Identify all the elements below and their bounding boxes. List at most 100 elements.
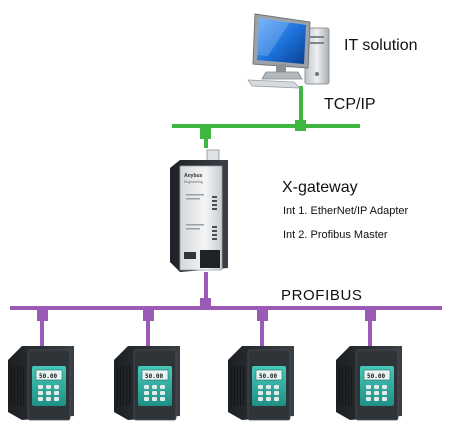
drive-keypad-button bbox=[382, 385, 387, 389]
screen-glare bbox=[257, 18, 290, 56]
drive-icon: 50.00 bbox=[114, 346, 180, 421]
drive-heatsink-rib bbox=[117, 366, 119, 406]
drive-keypad-button bbox=[46, 385, 51, 389]
ethernet-network bbox=[172, 86, 360, 148]
drive-heatsink-rib bbox=[126, 366, 128, 406]
drive-display-value: 50.00 bbox=[259, 373, 277, 380]
gateway-label-lines bbox=[186, 194, 204, 230]
profibus-node bbox=[365, 310, 376, 321]
profibus-node bbox=[143, 310, 154, 321]
gateway-brand-text: Anybus bbox=[184, 173, 203, 179]
computer-icon bbox=[247, 13, 330, 89]
drive-keypad-button bbox=[160, 391, 165, 395]
drive-heatsink-rib bbox=[234, 366, 236, 406]
drive-keypad-button bbox=[366, 397, 371, 401]
drive-keypad-button bbox=[266, 397, 271, 401]
drive-heatsink-rib bbox=[20, 366, 22, 406]
drive-keypad-button bbox=[160, 397, 165, 401]
drive-keypad-button bbox=[144, 397, 149, 401]
tower-slot bbox=[310, 36, 324, 38]
ethernet-bus-line bbox=[172, 124, 360, 128]
tower-power-button bbox=[315, 72, 319, 76]
monitor-neck bbox=[276, 64, 286, 73]
drive-keypad-button bbox=[274, 391, 279, 395]
drive-display-value: 50.00 bbox=[145, 373, 163, 380]
drive-keypad-button bbox=[46, 391, 51, 395]
drive-keypad-button bbox=[46, 397, 51, 401]
gateway-front-panel bbox=[179, 165, 223, 271]
drive-keypad-button bbox=[54, 397, 59, 401]
drive-keypad-button bbox=[366, 391, 371, 395]
drive-keypad-button bbox=[38, 397, 43, 401]
drive-keypad-button bbox=[152, 385, 157, 389]
drive-keypad-button bbox=[144, 391, 149, 395]
drive-heatsink-rib bbox=[243, 366, 245, 406]
drive-keypad-button bbox=[38, 385, 43, 389]
profibus-drops bbox=[37, 308, 376, 346]
drives-row: 50.00 50.00 50.00 50.00 bbox=[8, 346, 402, 421]
drive-heatsink-rib bbox=[240, 366, 242, 406]
drive-keypad-button bbox=[152, 391, 157, 395]
monitor-base bbox=[261, 71, 303, 80]
gateway-profibus-drop bbox=[204, 272, 208, 308]
profibus-network bbox=[10, 272, 442, 346]
drive-heatsink-rib bbox=[23, 366, 25, 406]
drive-heatsink-rib bbox=[11, 366, 13, 406]
profibus-bus-line bbox=[10, 306, 442, 310]
drive-keypad-button bbox=[374, 385, 379, 389]
profibus-drop-line bbox=[260, 308, 264, 346]
profibus-drop-line bbox=[146, 308, 150, 346]
drive-keypad-button bbox=[382, 397, 387, 401]
drive-keypad-button bbox=[274, 397, 279, 401]
drive-heatsink-rib bbox=[129, 366, 131, 406]
drive-keypad-button bbox=[382, 391, 387, 395]
drive-heatsink-rib bbox=[120, 366, 122, 406]
gateway-interface-2-label: Int 2. Profibus Master bbox=[283, 229, 388, 241]
drive-keypad-button bbox=[152, 397, 157, 401]
profibus-drop-line bbox=[368, 308, 372, 346]
drive-keypad-button bbox=[258, 385, 263, 389]
drive-display-value: 50.00 bbox=[367, 373, 385, 380]
drive-keypad-button bbox=[266, 391, 271, 395]
drive-keypad-button bbox=[366, 385, 371, 389]
drive-heatsink-rib bbox=[231, 366, 233, 406]
drive-heatsink-rib bbox=[14, 366, 16, 406]
drive-display bbox=[35, 369, 63, 381]
it-solution-label: IT solution bbox=[344, 37, 418, 54]
profibus-node bbox=[257, 310, 268, 321]
drive-heatsink-rib bbox=[351, 366, 353, 406]
drive-keypad-button bbox=[374, 397, 379, 401]
drive-keypad-button bbox=[274, 385, 279, 389]
drive-heatsink-rib bbox=[237, 366, 239, 406]
drive-heatsink-rib bbox=[342, 366, 344, 406]
drive-display bbox=[363, 369, 391, 381]
drive-keypad-button bbox=[144, 385, 149, 389]
drive-icon: 50.00 bbox=[336, 346, 402, 421]
gateway-status-leds bbox=[212, 196, 217, 240]
gateway-port bbox=[184, 252, 196, 259]
drive-icon: 50.00 bbox=[8, 346, 74, 421]
ethernet-port-node-gateway bbox=[200, 128, 211, 139]
drive-heatsink-rib bbox=[339, 366, 341, 406]
tcpip-drop-line bbox=[299, 86, 303, 126]
profibus-label: PROFIBUS bbox=[281, 287, 363, 304]
ethernet-port-node-it bbox=[295, 120, 306, 131]
profibus-node bbox=[37, 310, 48, 321]
drive-heatsink-rib bbox=[17, 366, 19, 406]
drive-display-value: 50.00 bbox=[39, 373, 57, 380]
drive-keypad-button bbox=[54, 391, 59, 395]
drive-keypad-button bbox=[38, 391, 43, 395]
drive-icon: 50.00 bbox=[228, 346, 294, 421]
drive-keypad-button bbox=[258, 391, 263, 395]
gateway-interface-1-label: Int 1. EtherNet/IP Adapter bbox=[283, 205, 409, 217]
gateway-device-icon: Anybus Engineering bbox=[170, 149, 228, 272]
drive-keypad-button bbox=[160, 385, 165, 389]
drive-display bbox=[141, 369, 169, 381]
keyboard bbox=[247, 79, 302, 89]
drive-keypad-button bbox=[54, 385, 59, 389]
profibus-node-gateway bbox=[200, 298, 211, 309]
profibus-drop-line bbox=[40, 308, 44, 346]
drive-display bbox=[255, 369, 283, 381]
